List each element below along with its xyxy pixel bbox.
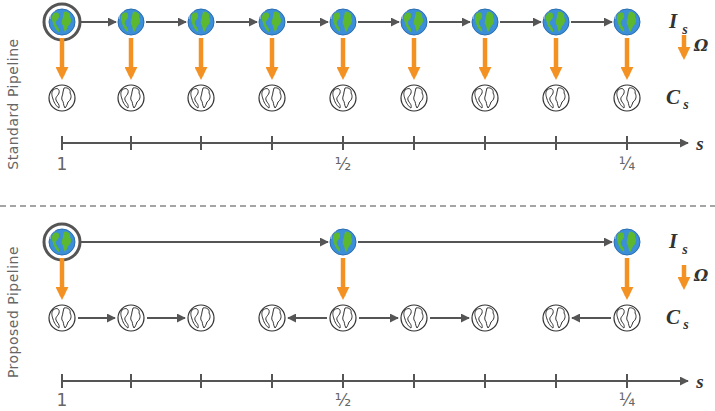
symbol-subscript: s [682,23,687,37]
axis-label: s [696,134,703,153]
scale-value: ½ [335,156,351,173]
divider-line [0,205,715,207]
channel-globes [49,85,640,111]
selection-ring [44,4,80,40]
channel-globes [49,305,640,331]
image-globes [49,229,640,255]
pipeline-title: Standard Pipeline [6,38,20,169]
symbol-letter: I [669,11,677,32]
symbol-letter: C [666,307,680,328]
scale-axis [62,374,688,388]
pipeline-title: Proposed Pipeline [6,246,20,378]
symbol-subscript: s [683,98,688,112]
approximation-arrows [78,317,611,319]
selection-ring [44,224,80,260]
operator-symbol: Ω [694,38,708,54]
scale-value: 1 [57,156,68,173]
scale-value: ½ [335,392,351,409]
operator-symbol: Ω [694,268,708,284]
channel-arrows [62,258,684,296]
symbol-letter: I [669,231,677,252]
axis-label: s [696,372,703,391]
scale-arrows [81,241,612,243]
symbol-subscript: s [683,318,688,332]
symbol-letter: C [666,87,680,108]
scale-value: ¼ [619,156,635,173]
scale-axis [62,136,688,150]
scale-value: 1 [57,392,68,409]
symbol-subscript: s [682,243,687,257]
image-globes [49,9,640,35]
channel-arrows [62,35,684,76]
scale-value: ¼ [619,392,635,409]
scale-arrows [81,21,612,23]
